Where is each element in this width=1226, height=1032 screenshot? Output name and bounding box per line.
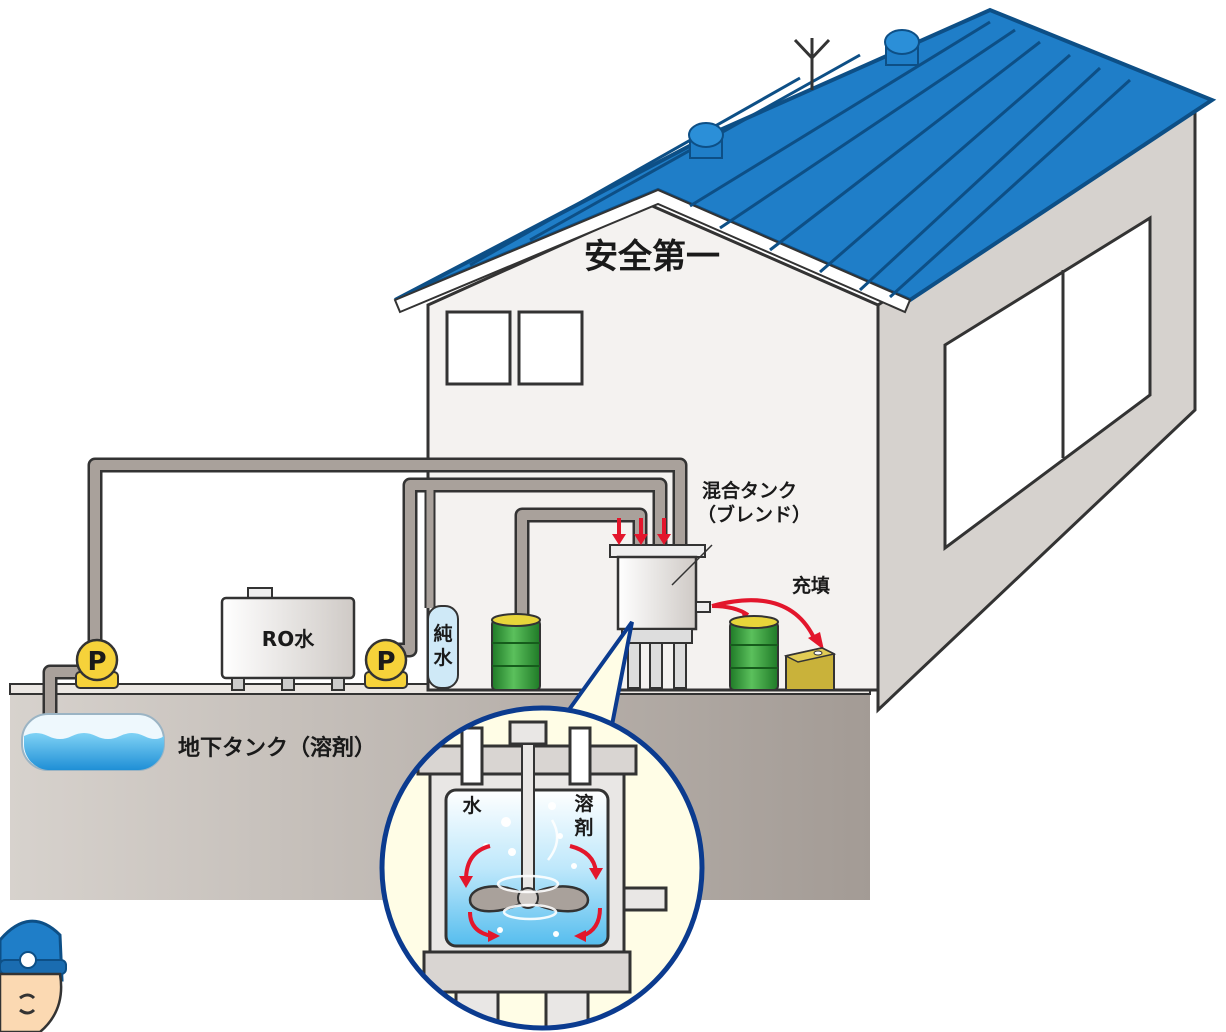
mixer-inset: 水 溶 剤 — [379, 705, 705, 1031]
blend-label: （ブレンド） — [697, 503, 811, 526]
pump-2: P — [364, 638, 408, 689]
underground-tank-liquid — [23, 733, 165, 770]
pipes — [42, 457, 688, 740]
filling-label: 充填 — [792, 574, 830, 597]
arrow-head — [808, 632, 824, 650]
filled-drum — [729, 615, 779, 691]
inlet-arrows — [612, 518, 671, 545]
solvent-drum — [491, 613, 541, 691]
roof-vent — [884, 29, 920, 66]
inset-solvent-label-1: 溶 — [574, 792, 593, 815]
pure-water-label-1: 純 — [433, 622, 452, 645]
side-window — [943, 215, 1152, 551]
pump-2-letter: P — [376, 647, 395, 677]
underground-tank-label: 地下タンク（溶剤） — [178, 735, 376, 761]
worker-mascot — [0, 919, 67, 1032]
roof-gable-edge — [393, 188, 912, 314]
safety-sign: 安全第一 — [584, 237, 720, 277]
inset-solvent-label-2: 剤 — [573, 816, 593, 839]
antenna — [793, 38, 831, 90]
pump-1-letter: P — [87, 647, 106, 677]
ro-water-label: RO水 — [262, 627, 315, 651]
fill-arrows — [711, 598, 817, 641]
filled-can — [783, 646, 837, 691]
mixing-tank-label: 混合タンク — [702, 479, 797, 502]
pure-water-label-2: 水 — [433, 647, 453, 669]
front-window-right — [517, 310, 584, 386]
mixing-tank-leader — [671, 544, 713, 586]
mixing-tank — [609, 544, 711, 689]
ro-water-tank: RO水 — [220, 587, 356, 691]
pump-1: P — [75, 638, 119, 689]
inset-water-label: 水 — [462, 795, 482, 817]
roof-vent — [688, 122, 724, 159]
front-window-left — [445, 310, 512, 386]
pure-water-tank: 純 水 — [427, 605, 459, 689]
